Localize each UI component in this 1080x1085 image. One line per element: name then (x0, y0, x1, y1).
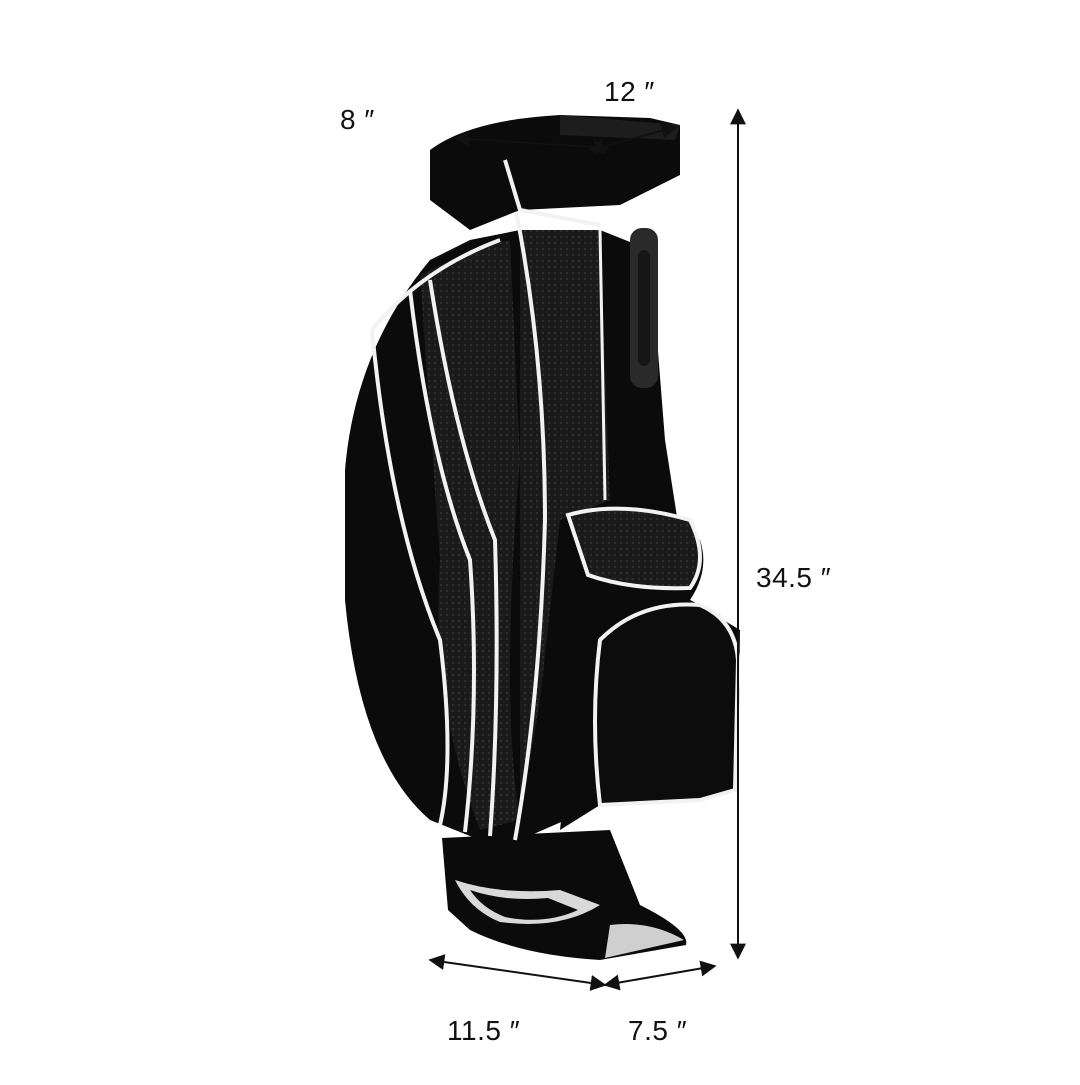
width-bottom-label: 11.5 ″ (447, 1015, 521, 1046)
bag-base (442, 830, 687, 960)
bag-top (430, 115, 680, 230)
dimension-lines (428, 108, 746, 991)
depth-bottom-label: 7.5 ″ (628, 1015, 688, 1046)
front-pocket (560, 506, 741, 830)
width-top-label: 12 ″ (604, 76, 655, 107)
height-label: 34.5 ″ (756, 562, 832, 593)
depth-top-label: 8 ″ (340, 104, 375, 135)
carry-handle (630, 228, 658, 388)
